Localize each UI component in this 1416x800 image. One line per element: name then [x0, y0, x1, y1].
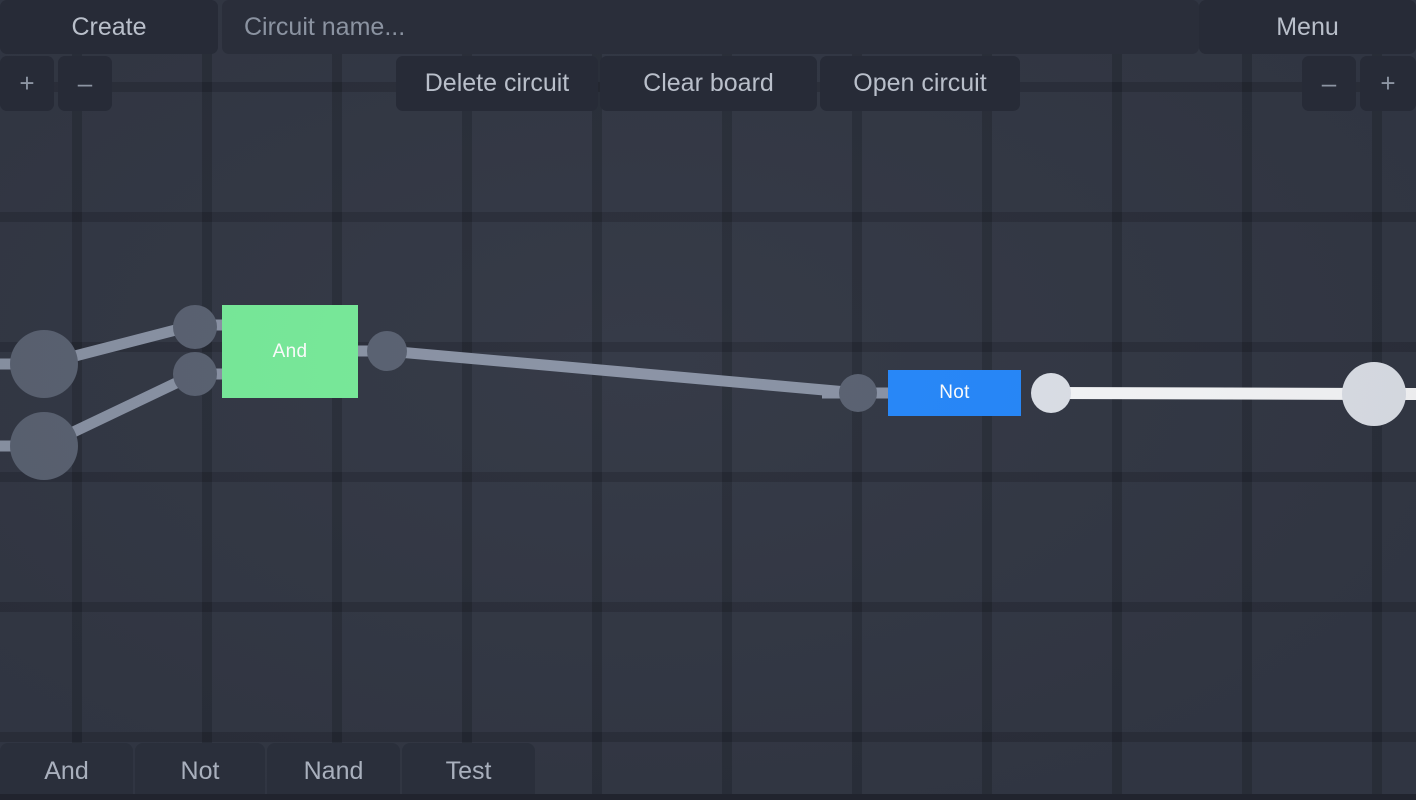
and-gate-label: And — [272, 340, 308, 362]
zoom-in-right-button[interactable]: + — [1360, 56, 1416, 111]
gate-palette-toolbar: And Not Nand Test — [0, 738, 1416, 800]
menu-button[interactable]: Menu — [1199, 0, 1416, 54]
circuit-name-placeholder: Circuit name... — [244, 12, 406, 41]
and-output-pin[interactable] — [367, 331, 407, 371]
zoom-in-left-button[interactable]: + — [0, 56, 54, 111]
open-circuit-label: Open circuit — [853, 69, 987, 97]
palette-gate-nand[interactable]: Nand — [267, 743, 400, 800]
create-button[interactable]: Create — [0, 0, 218, 54]
circuit-name-input[interactable]: Circuit name... — [222, 0, 1199, 54]
not-input-pin[interactable] — [839, 374, 877, 412]
plus-icon: + — [1380, 68, 1396, 98]
palette-gate-and[interactable]: And — [0, 743, 133, 800]
palette-gate-test[interactable]: Test — [402, 743, 535, 800]
and-input-pin-1[interactable] — [173, 305, 217, 349]
delete-circuit-button[interactable]: Delete circuit — [396, 56, 598, 111]
palette-gate-label: Test — [445, 757, 492, 785]
zoom-out-right-button[interactable]: – — [1302, 56, 1356, 111]
clear-board-button[interactable]: Clear board — [600, 56, 817, 111]
palette-gate-label: Not — [180, 757, 220, 785]
zoom-out-left-button[interactable]: – — [58, 56, 112, 111]
bottom-strip — [0, 794, 1416, 800]
menu-button-label: Menu — [1276, 12, 1339, 41]
and-gate[interactable]: And — [222, 305, 358, 398]
output-node[interactable] — [1342, 362, 1406, 426]
input-node-a[interactable] — [10, 330, 78, 398]
minus-icon: – — [77, 68, 93, 98]
open-circuit-button[interactable]: Open circuit — [820, 56, 1020, 111]
delete-circuit-label: Delete circuit — [424, 69, 570, 97]
top-toolbar-row-primary: Create Circuit name... Menu — [0, 0, 1416, 56]
palette-gate-label: And — [44, 757, 89, 785]
clear-board-label: Clear board — [643, 69, 774, 97]
not-gate-label: Not — [939, 382, 970, 403]
plus-icon: + — [19, 68, 35, 98]
create-button-label: Create — [71, 12, 147, 41]
wire-not-to-output[interactable] — [1050, 387, 1375, 400]
palette-gate-not[interactable]: Not — [135, 743, 265, 800]
minus-icon: – — [1321, 68, 1337, 98]
input-node-b[interactable] — [10, 412, 78, 480]
palette-gate-label: Nand — [303, 757, 364, 785]
not-output-pin[interactable] — [1031, 373, 1071, 413]
not-gate[interactable]: Not — [888, 370, 1021, 416]
and-input-pin-2[interactable] — [173, 352, 217, 396]
wire-and-to-not[interactable] — [386, 345, 859, 399]
top-toolbar-row-secondary: + – Delete circuit Clear board Open circ… — [0, 56, 1416, 112]
top-toolbar: Create Circuit name... Menu + – Delete c… — [0, 0, 1416, 112]
